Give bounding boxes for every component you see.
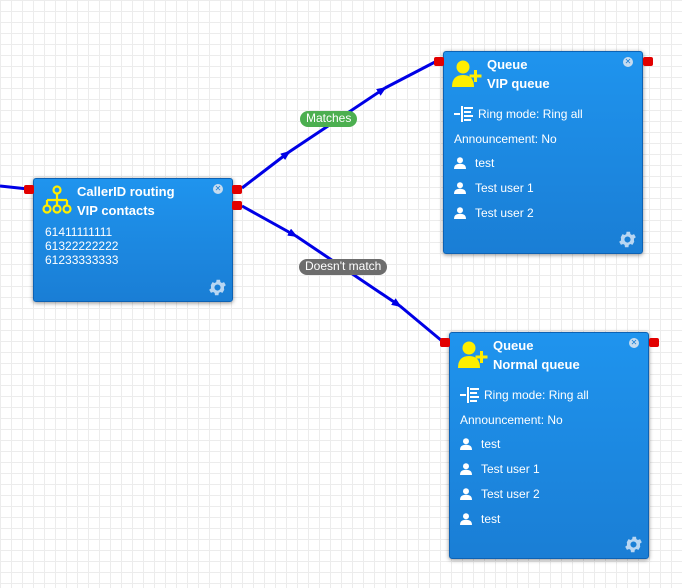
- ring-mode-icon: [454, 106, 473, 122]
- wire-matches-segment-1[interactable]: [241, 150, 291, 190]
- member-row: test: [460, 512, 500, 526]
- input-port[interactable]: [434, 57, 444, 66]
- input-port[interactable]: [440, 338, 450, 347]
- node-type-label: Queue: [487, 57, 528, 72]
- member-row: test: [460, 437, 500, 451]
- user-icon: [454, 182, 466, 194]
- callerid-routing-node[interactable]: CallerID routing VIP contacts ✕ 61411111…: [33, 178, 233, 302]
- announcement-row: Announcement: No: [460, 413, 563, 427]
- member-name: Test user 2: [481, 487, 540, 501]
- announcement-text: Announcement: No: [460, 413, 563, 427]
- user-icon: [460, 438, 472, 450]
- close-icon[interactable]: ✕: [623, 57, 633, 67]
- node-name: VIP queue: [487, 76, 550, 91]
- member-row: Test user 2: [460, 487, 540, 501]
- member-name: Test user 2: [475, 206, 534, 220]
- member-name: test: [481, 437, 501, 451]
- member-name: test: [475, 156, 495, 170]
- user-icon: [460, 488, 472, 500]
- gear-icon[interactable]: [617, 229, 638, 250]
- member-row: test: [454, 156, 494, 170]
- announcement-text: Announcement: No: [454, 132, 557, 146]
- user-icon: [454, 207, 466, 219]
- queue-node-vip[interactable]: Queue VIP queue ✕ Ring mode: Ring all An…: [443, 51, 643, 254]
- announcement-row: Announcement: No: [454, 132, 557, 146]
- input-port[interactable]: [24, 185, 34, 194]
- ring-mode-row: Ring mode: Ring all: [454, 106, 583, 122]
- queue-node-normal[interactable]: Queue Normal queue ✕ Ring mode: Ring all…: [449, 332, 649, 559]
- wire-nomatch-segment-1[interactable]: [241, 204, 298, 238]
- incoming-wire[interactable]: [0, 184, 29, 191]
- node-type-label: CallerID routing: [77, 184, 175, 199]
- ring-mode-icon: [460, 387, 479, 403]
- caller-number: 61233333333: [45, 253, 119, 267]
- caller-number: 61322222222: [45, 239, 119, 253]
- member-row: Test user 1: [454, 181, 534, 195]
- close-icon[interactable]: ✕: [629, 338, 639, 348]
- add-user-icon: [458, 341, 488, 368]
- node-title: Queue VIP queue: [487, 55, 550, 93]
- node-title: Queue Normal queue: [493, 336, 580, 374]
- gear-icon[interactable]: [207, 277, 228, 298]
- output-port[interactable]: [643, 57, 653, 66]
- caller-number: 61411111111: [45, 225, 113, 239]
- user-icon: [460, 513, 472, 525]
- output-port-matches[interactable]: [232, 185, 242, 194]
- matches-label[interactable]: Matches: [300, 111, 358, 127]
- ring-mode-text: Ring mode: Ring all: [478, 107, 583, 121]
- gear-icon[interactable]: [623, 534, 644, 555]
- member-name: Test user 1: [481, 462, 540, 476]
- output-port-no-match[interactable]: [232, 201, 242, 210]
- ring-mode-row: Ring mode: Ring all: [460, 387, 589, 403]
- wire-nomatch-segment-3[interactable]: [399, 304, 443, 343]
- no-match-label[interactable]: Doesn't match: [299, 259, 388, 275]
- user-icon: [454, 157, 466, 169]
- member-name: test: [481, 512, 501, 526]
- output-port[interactable]: [649, 338, 659, 347]
- member-row: Test user 2: [454, 206, 534, 220]
- node-type-label: Queue: [493, 338, 534, 353]
- close-icon[interactable]: ✕: [213, 184, 223, 194]
- org-chart-icon: [42, 185, 72, 214]
- node-name: Normal queue: [493, 357, 580, 372]
- wire-matches-segment-3[interactable]: [384, 60, 436, 90]
- member-row: Test user 1: [460, 462, 540, 476]
- member-name: Test user 1: [475, 181, 534, 195]
- caller-number-list: 61411111111 61322222222 61233333333: [45, 225, 118, 267]
- node-name: VIP contacts: [77, 203, 155, 218]
- add-user-icon: [452, 60, 482, 87]
- ring-mode-text: Ring mode: Ring all: [484, 388, 589, 402]
- user-icon: [460, 463, 472, 475]
- node-title: CallerID routing VIP contacts: [77, 182, 175, 220]
